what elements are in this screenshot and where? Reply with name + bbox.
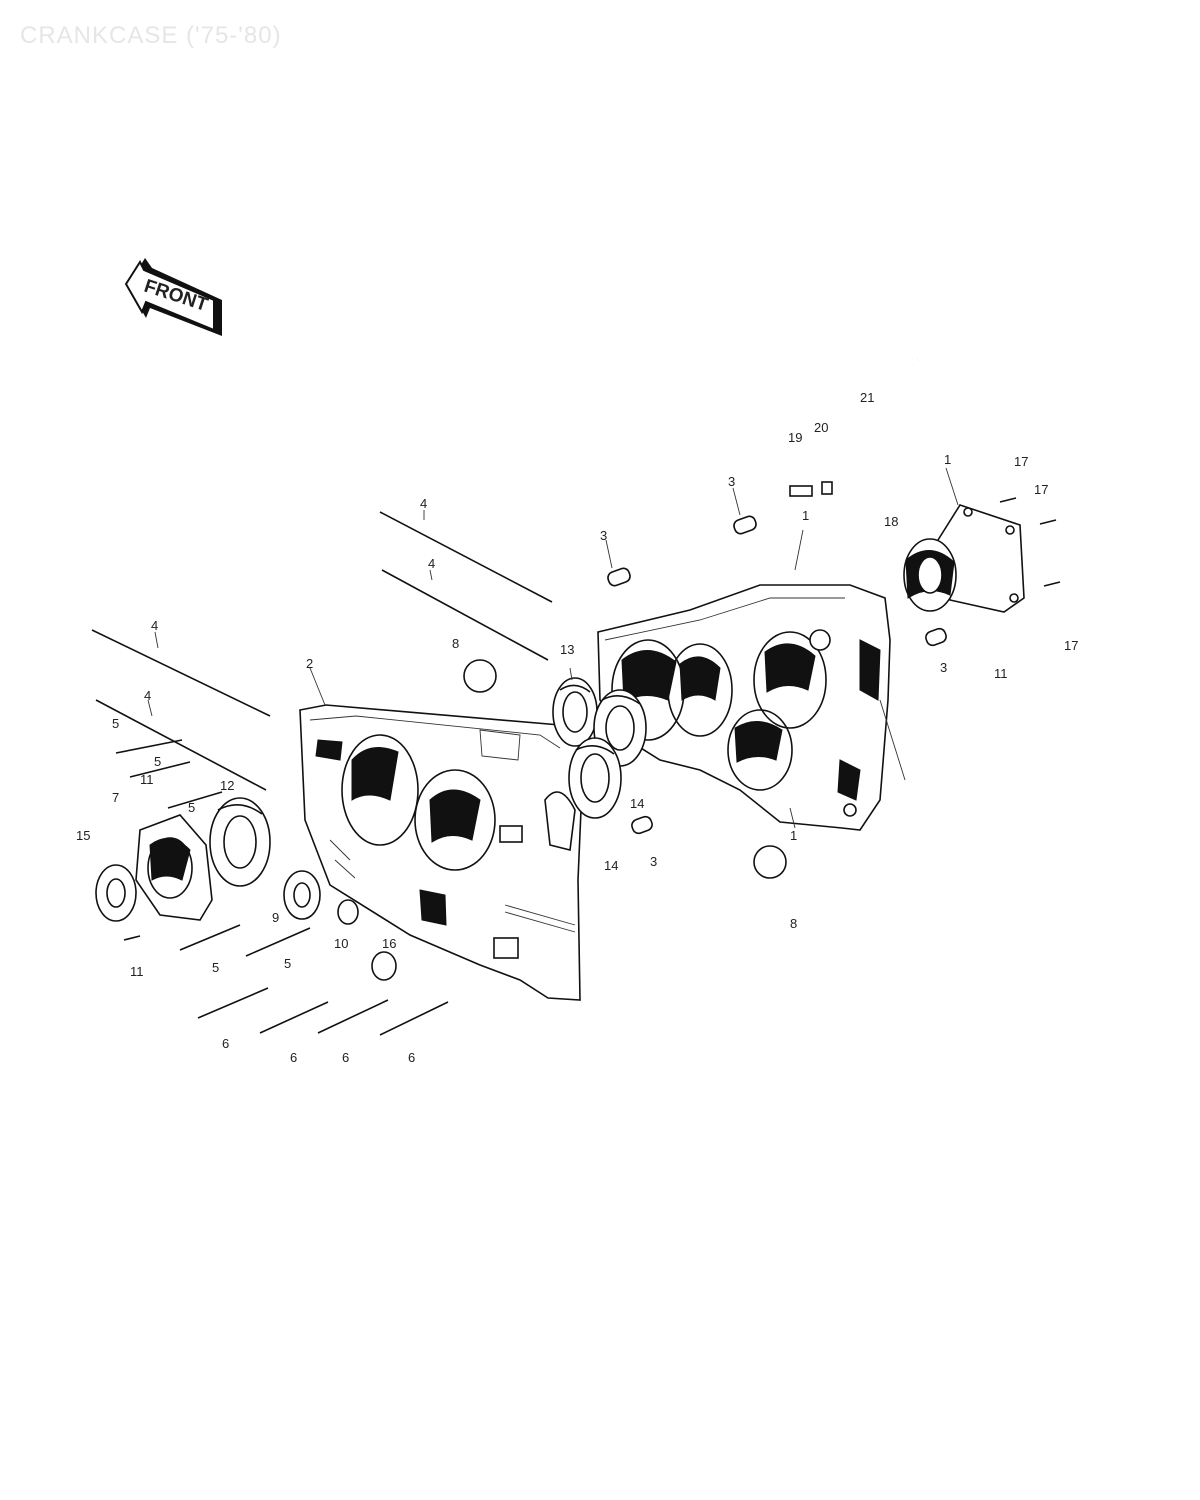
label-part-2: 2 — [306, 656, 313, 671]
right-crankcase-half — [597, 584, 906, 831]
label-part-7: 7 — [112, 790, 119, 805]
label-part-3: 3 — [650, 854, 657, 869]
label-part-1: 1 — [802, 508, 809, 523]
right-bearing-housing — [903, 504, 1025, 613]
label-part-5: 5 — [112, 716, 119, 731]
label-part-19: 19 — [788, 430, 802, 445]
label-part-17: 17 — [1014, 454, 1028, 469]
label-part-16: 16 — [382, 936, 396, 951]
label-part-8: 8 — [790, 916, 797, 931]
label-part-14: 14 — [604, 858, 618, 873]
label-part-4: 4 — [151, 618, 158, 633]
label-part-6: 6 — [342, 1050, 349, 1065]
breather-hose — [789, 359, 920, 497]
label-part-10: 10 — [334, 936, 348, 951]
label-part-11: 11 — [140, 772, 154, 787]
label-part-4: 4 — [428, 556, 435, 571]
bolts-5 — [115, 739, 311, 957]
label-part-5: 5 — [284, 956, 291, 971]
dowels-and-small-parts — [123, 515, 947, 981]
screws-17 — [999, 497, 1061, 587]
label-part-20: 20 — [814, 420, 828, 435]
label-part-18: 18 — [884, 514, 898, 529]
label-part-17: 17 — [1064, 638, 1078, 653]
label-part-5: 5 — [154, 754, 161, 769]
label-part-6: 6 — [408, 1050, 415, 1065]
front-direction-badge: FRONT — [124, 258, 222, 336]
label-part-6: 6 — [222, 1036, 229, 1051]
label-part-9: 9 — [272, 910, 279, 925]
label-part-17: 17 — [1034, 482, 1048, 497]
left-bearing-housing — [135, 814, 213, 921]
page-title: CRANKCASE ('75-'80) — [20, 22, 282, 49]
label-part-3: 3 — [940, 660, 947, 675]
label-part-11: 11 — [130, 964, 144, 979]
label-part-15: 15 — [76, 828, 90, 843]
bearings — [95, 677, 647, 922]
label-part-4: 4 — [420, 496, 427, 511]
label-part-4: 4 — [144, 688, 151, 703]
label-part-13: 13 — [560, 642, 574, 657]
label-part-3: 3 — [600, 528, 607, 543]
part-number-labels: 1 1 1 2 3 3 3 3 4 4 4 4 5 5 5 5 5 6 6 6 … — [76, 390, 1078, 1065]
label-part-21: 21 — [860, 390, 874, 405]
left-crankcase-half — [299, 704, 585, 1001]
label-part-3: 3 — [728, 474, 735, 489]
label-part-1: 1 — [944, 452, 951, 467]
label-part-6: 6 — [290, 1050, 297, 1065]
label-part-8: 8 — [452, 636, 459, 651]
label-part-12: 12 — [220, 778, 234, 793]
label-part-11: 11 — [994, 666, 1008, 681]
label-part-5: 5 — [188, 800, 195, 815]
label-part-14: 14 — [630, 796, 644, 811]
crankcase-studs — [91, 511, 553, 791]
label-part-5: 5 — [212, 960, 219, 975]
bolts-6 — [197, 987, 449, 1036]
leader-lines — [147, 467, 959, 829]
label-part-1: 1 — [790, 828, 797, 843]
